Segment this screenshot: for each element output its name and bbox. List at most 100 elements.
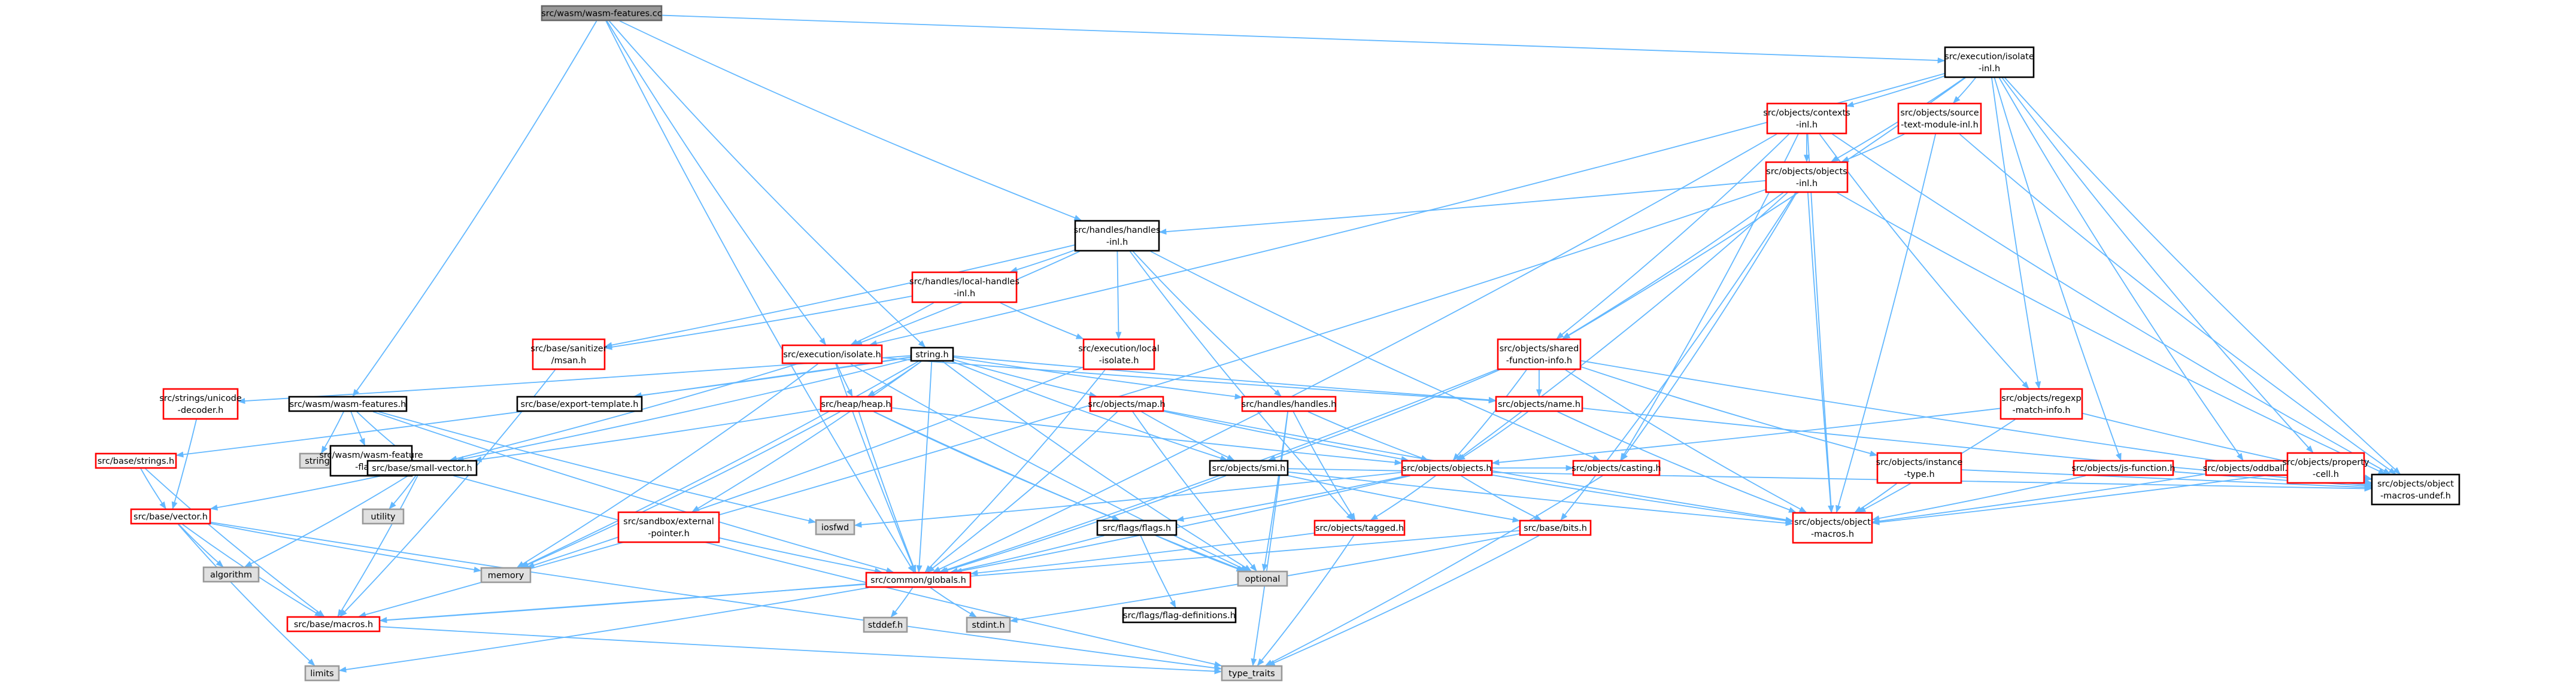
node-src-objects-map-h[interactable]: src/objects/map.h	[1088, 396, 1166, 412]
node-src-flags-flag-definitions-h[interactable]: src/flags/flag-definitions.h	[1122, 607, 1237, 624]
node-stddef-h[interactable]: stddef.h	[863, 616, 908, 633]
node-src-objects-object-macros-h[interactable]: src/objects/object-macros.h	[1792, 512, 1873, 544]
edge-n0-to-n1	[662, 14, 1946, 64]
edge-n15-to-n44	[858, 411, 917, 573]
node-src-objects-contexts-inl-h[interactable]: src/objects/contexts-inl.h	[1763, 102, 1850, 135]
node-src-execution-local-isolate-h[interactable]: src/execution/local-isolate.h	[1078, 338, 1160, 370]
edge-n15-to-n36	[873, 411, 1120, 521]
edge-n1-to-n19	[1991, 77, 2041, 390]
edge-n13-to-n22	[350, 411, 366, 446]
node-algorithm[interactable]: algorithm	[202, 566, 260, 583]
edge-n9-to-n44	[924, 369, 1106, 573]
node-src-execution-isolate-h[interactable]: src/execution/isolate.h	[781, 344, 883, 364]
node-src-base-macros-h[interactable]: src/base/macros.h	[286, 616, 381, 633]
edge-n6-to-n9	[1000, 302, 1084, 339]
node-src-objects-shared-function-info-h[interactable]: src/objects/shared-function-info.h	[1497, 338, 1582, 370]
node-src-base-strings-h[interactable]: src/base/strings.h	[95, 452, 177, 469]
node-box	[1792, 512, 1873, 544]
edge-n19-to-n25	[1491, 408, 2001, 466]
node-limits[interactable]: limits	[304, 665, 340, 682]
node-box	[2286, 452, 2365, 484]
node-box	[202, 566, 260, 583]
node-memory[interactable]: memory	[480, 567, 532, 583]
node-type-traits[interactable]: type_traits	[1221, 665, 1283, 682]
node-box	[1074, 220, 1160, 252]
node-src-objects-oddball-h[interactable]: src/objects/oddball.h	[2203, 460, 2293, 476]
edge-n23-to-n49	[453, 475, 1222, 667]
node-src-base-sanitizer-msan-h[interactable]: src/base/sanitizer/msan.h	[530, 338, 607, 370]
node-src-objects-objects-h[interactable]: src/objects/objects.h	[1401, 460, 1493, 476]
edge-n37-to-n49	[1257, 535, 1355, 666]
node-src-strings-unicode-decoder-h[interactable]: src/strings/unicode-decoder.h	[159, 388, 242, 420]
edge-n13-to-n21	[321, 411, 344, 454]
node-label-line: src/wasm/wasm-feature	[319, 451, 423, 460]
node-string-h[interactable]: string.h	[910, 346, 954, 362]
node-box	[1572, 460, 1661, 476]
node-iosfwd[interactable]: iosfwd	[815, 519, 855, 536]
node-src-objects-instance-type-h[interactable]: src/objects/instance-type.h	[1876, 452, 1963, 484]
node-box	[1241, 396, 1337, 412]
node-box	[2371, 473, 2460, 506]
node-src-handles-handles-inl-h[interactable]: src/handles/handles-inl.h	[1074, 220, 1161, 252]
edge-n17-to-n37	[1292, 411, 1356, 521]
node-src-objects-js-function-h[interactable]: src/objects/js-function.h	[2071, 460, 2176, 476]
node-src-handles-local-handles-inl-h[interactable]: src/handles/local-handles-inl.h	[909, 271, 1020, 303]
node-label-line: src/base/export-template.h	[521, 400, 639, 409]
node-src-objects-property-cell-h[interactable]: src/objects/property-cell.h	[2282, 452, 2369, 484]
node-label-line: src/objects/object	[1794, 518, 1871, 527]
node-optional[interactable]: optional	[1237, 570, 1288, 587]
node-src-objects-name-h[interactable]: src/objects/name.h	[1495, 396, 1583, 412]
edge-n15-to-n41	[521, 411, 841, 568]
node-stdint-h[interactable]: stdint.h	[966, 616, 1011, 633]
node-src-base-small-vector-h[interactable]: src/base/small-vector.h	[366, 460, 478, 476]
node-box	[2073, 460, 2174, 476]
edge-n25-to-n37	[1370, 475, 1436, 521]
node-src-handles-handles-h[interactable]: src/handles/handles.h	[1241, 396, 1337, 412]
node-label-line: optional	[1245, 574, 1281, 584]
edge-n25-to-n44	[954, 475, 1410, 574]
node-src-objects-object-macros-undef-h[interactable]: src/objects/object-macros-undef.h	[2371, 473, 2460, 506]
node-src-base-bits-h[interactable]: src/base/bits.h	[1519, 519, 1592, 536]
node-box	[911, 271, 1018, 303]
edge-n0-to-n11	[608, 20, 926, 348]
node-src-sandbox-external-pointer-h[interactable]: src/sandbox/external-pointer.h	[617, 511, 720, 543]
node-src-common-globals-h[interactable]: src/common/globals.h	[865, 571, 972, 588]
node-box	[863, 616, 908, 633]
node-box	[2205, 460, 2291, 476]
node-label-line: iosfwd	[821, 523, 849, 533]
node-label-line: src/objects/oddball.h	[2203, 464, 2293, 473]
node-src-flags-flags-h[interactable]: src/flags/flags.h	[1096, 519, 1178, 536]
edge-n10-to-n24	[1267, 369, 1500, 461]
edge-n1-to-n28	[1994, 77, 2122, 461]
node-src-heap-heap-h[interactable]: src/heap/heap.h	[820, 396, 893, 412]
node-label-line: /msan.h	[551, 356, 586, 366]
node-src-execution-isolate-inl-h[interactable]: src/execution/isolate-inl.h	[1944, 46, 2035, 78]
node-utility[interactable]: utility	[362, 508, 405, 525]
node-src-objects-tagged-h[interactable]: src/objects/tagged.h	[1313, 519, 1406, 536]
node-label-line: src/objects/property	[2282, 458, 2369, 467]
edge-n13-to-n35	[378, 411, 817, 524]
node-label-line: src/heap/heap.h	[821, 400, 891, 409]
edge-n15-to-n25	[891, 407, 1403, 466]
edge-n4-to-n5	[1158, 180, 1766, 235]
edge-n20-to-n47	[145, 468, 325, 617]
node-src-objects-source-text-module-inl-h[interactable]: src/objects/source-text-module-inl.h	[1897, 102, 1982, 135]
edge-n1-to-n30	[2001, 77, 2314, 453]
edge-n25-to-n35	[854, 472, 1402, 528]
node-box	[1237, 570, 1288, 587]
node-src-base-export-template-h[interactable]: src/base/export-template.h	[516, 396, 643, 412]
node-src-objects-casting-h[interactable]: src/objects/casting.h	[1571, 460, 1661, 476]
node-src-wasm-wasm-features-h[interactable]: src/wasm/wasm-features.h	[288, 396, 408, 412]
node-src-objects-smi-h[interactable]: src/objects/smi.h	[1209, 460, 1289, 476]
edge-n23-to-n47	[337, 475, 418, 618]
edge-n32-to-n49	[210, 521, 1222, 671]
node-label-line: -pointer.h	[648, 529, 690, 539]
edge-n18-to-n39	[1557, 411, 1797, 513]
node-label-line: -inl.h	[1796, 179, 1818, 189]
edge-n1-to-n2	[1846, 75, 1945, 108]
node-src-objects-objects-inl-h[interactable]: src/objects/objects-inl.h	[1765, 161, 1849, 193]
node-src-wasm-wasm-features-cc[interactable]: src/wasm/wasm-features.cc	[541, 5, 663, 22]
node-src-objects-regexp-match-info-h[interactable]: src/objects/regexp-match-info.h	[1999, 388, 2083, 420]
node-src-base-vector-h[interactable]: src/base/vector.h	[130, 508, 211, 525]
edge-n36-to-n42	[1155, 535, 1245, 571]
